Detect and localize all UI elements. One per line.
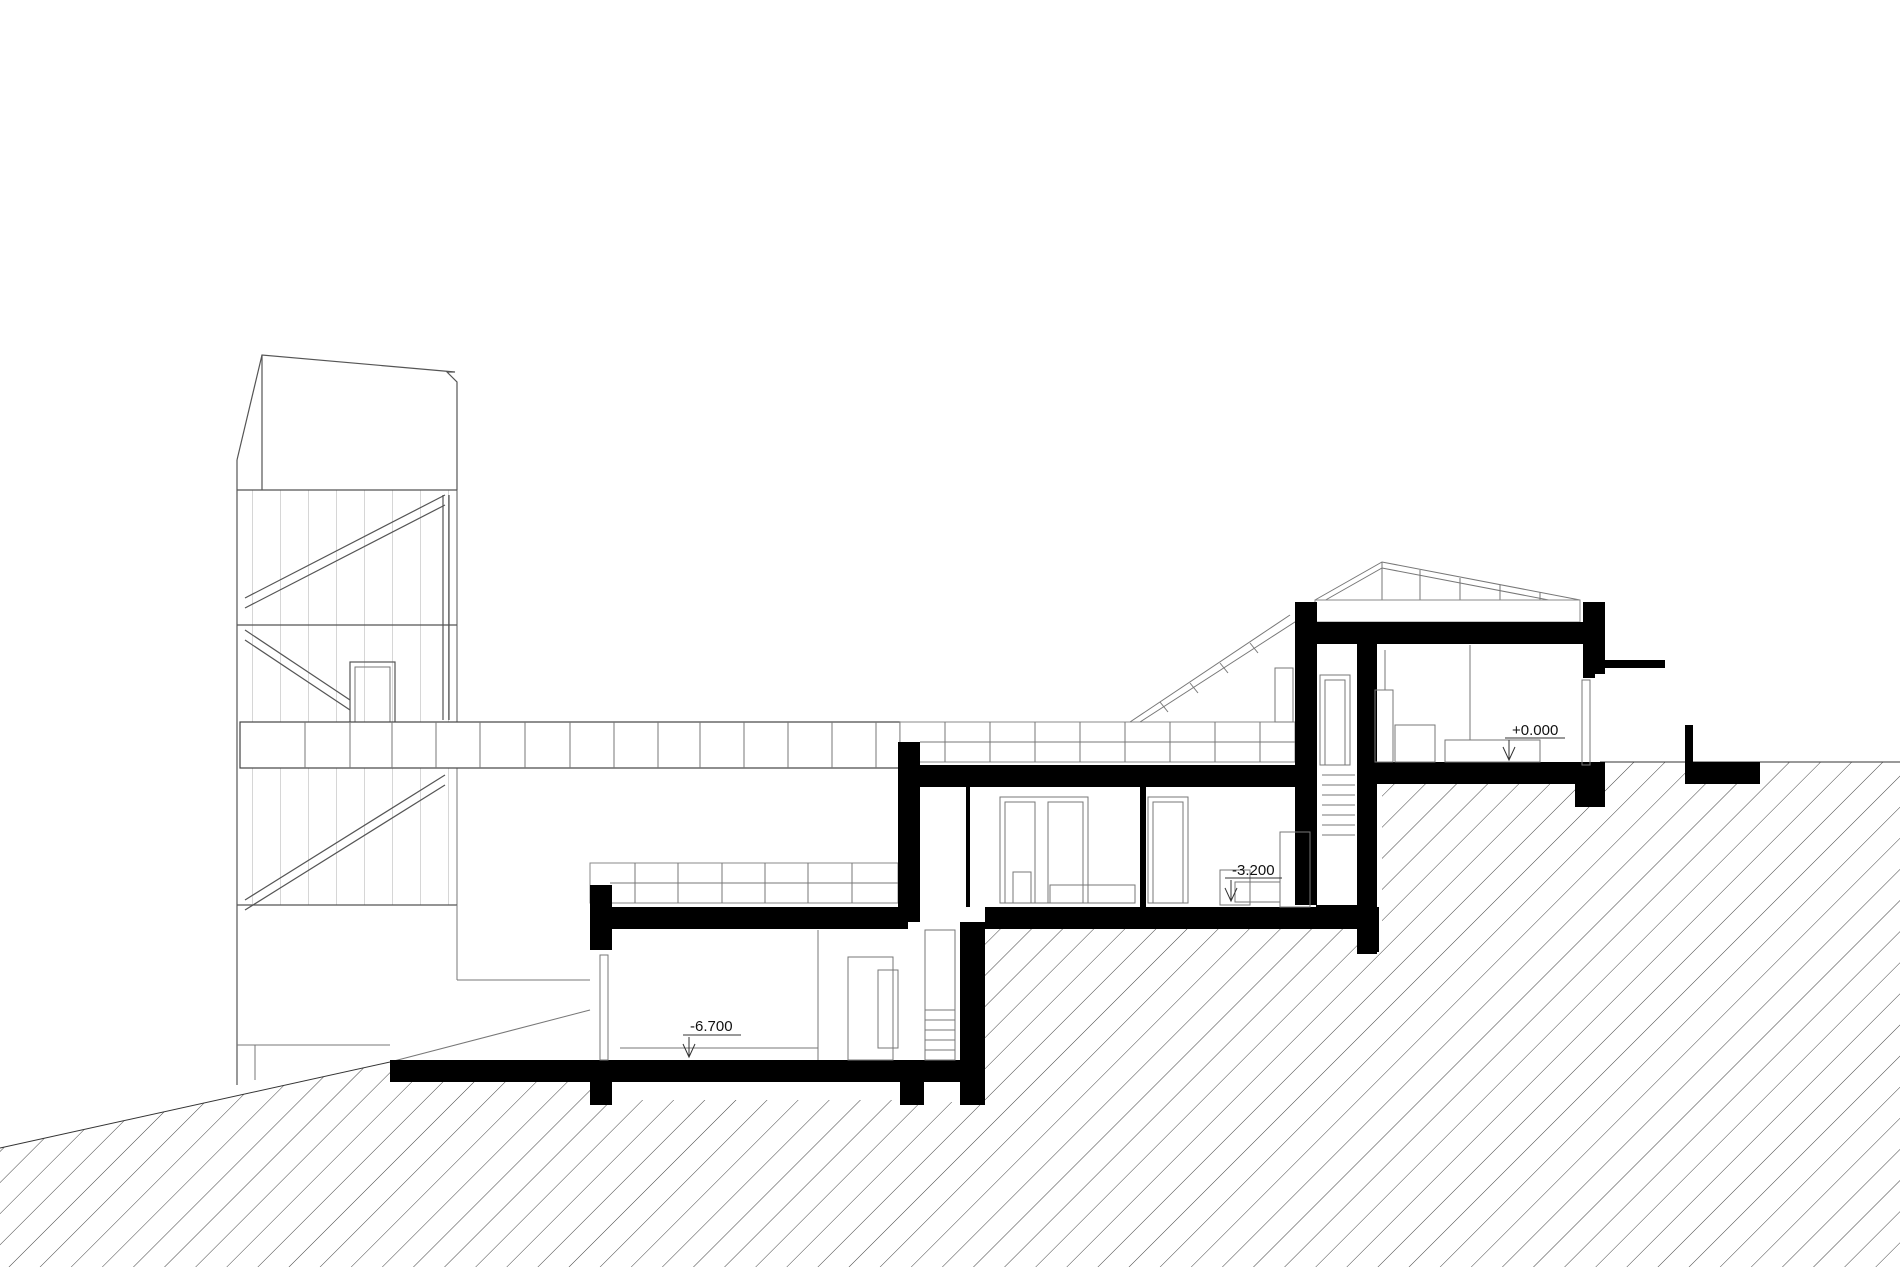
level-marker-lower: -6.700 [682,1018,741,1059]
level-label-middle: -3.200 [1232,862,1275,879]
lower-roof [589,862,899,904]
level-marker-upper: +0.000 [1502,722,1565,762]
upper-roof [1314,561,1581,623]
tower-elevation [236,354,591,1085]
level-label-upper: +0.000 [1512,722,1558,739]
soil-hatch-area [0,762,1900,1267]
structure-cut [390,602,1760,1105]
bridge-walkway [239,721,901,769]
middle-roof [899,614,1299,763]
level-label-lower: -6.700 [690,1018,733,1035]
level-marker-middle: -3.200 [1224,862,1282,903]
interior-details [599,645,1591,1061]
ground-line [0,1061,391,1149]
